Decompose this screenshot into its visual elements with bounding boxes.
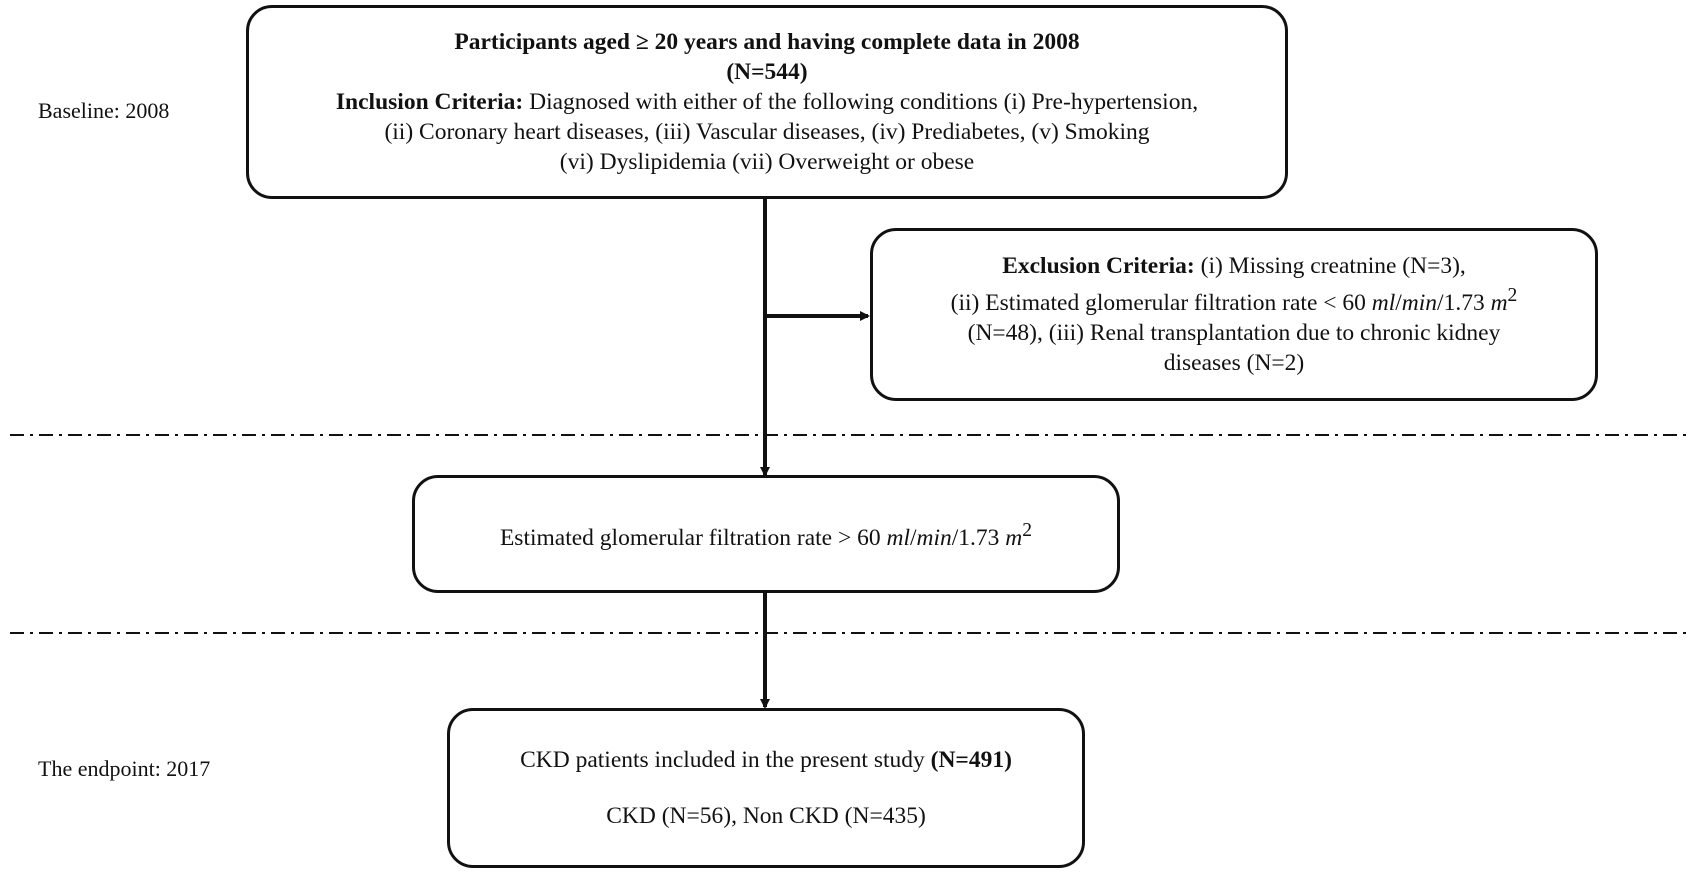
- inclusion-criteria-line3: (vi) Dyslipidemia (vii) Overweight or ob…: [559, 149, 975, 175]
- unit-ml: ml: [1371, 289, 1396, 316]
- exclusion-line1-text: (i) Missing creatnine (N=3),: [1194, 253, 1466, 280]
- final-line1: CKD patients included in the present stu…: [520, 745, 1012, 775]
- exclusion-line3: (N=48), (iii) Renal transplantation due …: [967, 319, 1501, 346]
- exclusion-box: Exclusion Criteria: (i) Missing creatnin…: [870, 228, 1598, 401]
- unit-number: 1.73: [1443, 289, 1491, 316]
- egfr-text: Estimated glomerular filtration rate > 6…: [499, 519, 1033, 551]
- final-line2: CKD (N=56), Non CKD (N=435): [606, 803, 926, 829]
- inclusion-criteria-label: Inclusion Criteria:: [335, 89, 524, 115]
- exclusion-line4: diseases (N=2): [1163, 349, 1305, 376]
- final-count: (N=491): [930, 747, 1012, 773]
- exclusion-line1: Exclusion Criteria: (i) Missing creatnin…: [1002, 251, 1466, 281]
- inclusion-criteria-text: Diagnosed with either of the following c…: [523, 89, 1199, 115]
- unit-m: m: [1005, 524, 1023, 551]
- baseline-label: Baseline: 2008: [38, 98, 170, 123]
- participants-box: Participants aged ≥ 20 years and having …: [246, 5, 1288, 199]
- exclusion-criteria-label: Exclusion Criteria:: [1002, 253, 1195, 280]
- inclusion-criteria-line1: Inclusion Criteria: Diagnosed with eithe…: [336, 87, 1198, 117]
- unit-min: min: [1401, 289, 1438, 316]
- unit-exponent: 2: [1507, 285, 1518, 307]
- egfr-text-main: Estimated glomerular filtration rate > 6…: [499, 524, 887, 551]
- exclusion-line2-text: (ii) Estimated glomerular filtration rat…: [950, 289, 1372, 316]
- final-box: CKD patients included in the present stu…: [447, 708, 1085, 868]
- unit-number: 1.73: [958, 524, 1006, 551]
- inclusion-criteria-line2: (ii) Coronary heart diseases, (iii) Vasc…: [384, 119, 1150, 145]
- unit-exponent: 2: [1022, 519, 1033, 541]
- participants-title: Participants aged ≥ 20 years and having …: [454, 29, 1080, 55]
- endpoint-label: The endpoint: 2017: [38, 756, 211, 781]
- unit-m: m: [1490, 289, 1508, 316]
- participants-count: (N=544): [726, 59, 808, 85]
- final-line1-text: CKD patients included in the present stu…: [520, 747, 931, 773]
- unit-ml: ml: [886, 524, 910, 551]
- egfr-box: Estimated glomerular filtration rate > 6…: [412, 475, 1120, 593]
- exclusion-line2: (ii) Estimated glomerular filtration rat…: [950, 285, 1518, 316]
- unit-min: min: [916, 524, 952, 551]
